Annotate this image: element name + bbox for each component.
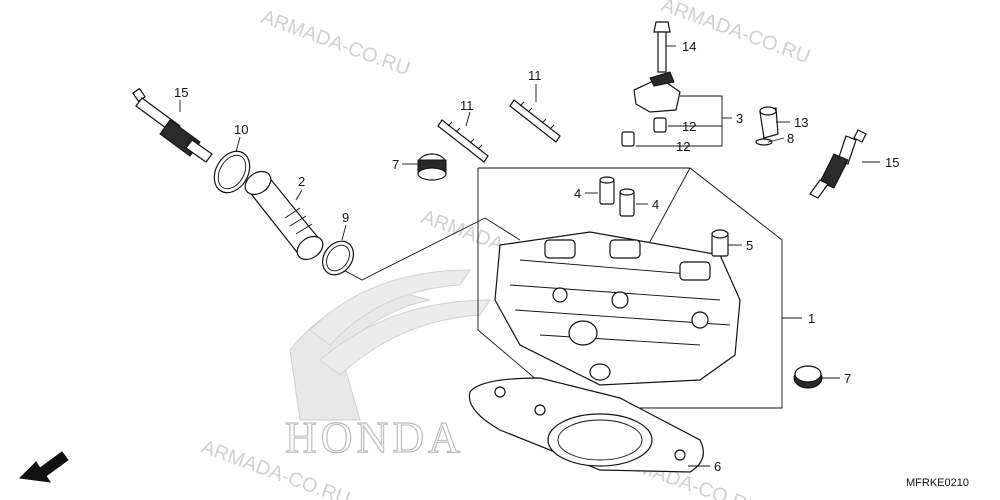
spark-plug-left: [132, 87, 213, 163]
pin-5: [711, 229, 729, 257]
dowel-pin-12b: [621, 131, 635, 147]
o-ring-9: [321, 240, 355, 276]
callout-7-left: 7: [392, 157, 399, 172]
bolt-14: [653, 21, 671, 73]
dowel-pin-12a: [653, 117, 667, 133]
callout-3: 3: [736, 111, 743, 126]
leader-lines: [179, 45, 880, 467]
catalog-code: MFRKE0210: [906, 477, 969, 489]
holder-3: [633, 71, 681, 113]
callout-10: 10: [234, 122, 248, 137]
callout-13: 13: [794, 115, 808, 130]
callout-4-left: 4: [574, 186, 581, 201]
washer-8: [755, 138, 773, 146]
callout-11-left: 11: [460, 98, 474, 113]
dowel-pin-4b: [619, 188, 635, 217]
callout-6: 6: [714, 459, 721, 474]
front-direction-arrow: FR.: [18, 451, 69, 483]
callout-2: 2: [298, 174, 305, 189]
sealing-cap-right: [793, 365, 823, 389]
watermark-top-right: ARMADA-CO.RU: [658, 0, 813, 68]
callout-5: 5: [746, 238, 753, 253]
callout-14: 14: [682, 39, 696, 54]
head-gasket: [468, 377, 704, 473]
stud-bolt-left: [437, 119, 489, 163]
callout-12-lower: 12: [676, 139, 690, 154]
guide-13: [759, 106, 779, 139]
callout-1: 1: [808, 311, 815, 326]
callout-12-upper: 12: [682, 119, 696, 134]
callout-15-right: 15: [885, 155, 899, 170]
callout-7-right: 7: [844, 371, 851, 386]
honda-wing-logo: HONDA: [284, 269, 491, 463]
front-label: FR.: [48, 451, 69, 470]
o-ring-10: [213, 150, 251, 194]
cylinder-head: [494, 231, 741, 386]
watermark-top-left: ARMADA-CO.RU: [258, 6, 413, 80]
insulator-joint: [244, 170, 324, 261]
dowel-pin-4a: [599, 176, 615, 205]
callout-15-left: 15: [174, 85, 188, 100]
honda-logo-text: HONDA: [285, 413, 464, 462]
callout-labels: 15 10 2 9 7 11 11 14 3 12 12 13 8 15 4 4…: [174, 39, 899, 474]
sealing-cap-left: [417, 153, 447, 181]
spark-plug-right: [809, 129, 867, 199]
callout-4-right: 4: [652, 197, 659, 212]
stud-bolt-right: [509, 99, 561, 143]
callout-11-right: 11: [528, 68, 542, 83]
callout-9: 9: [342, 210, 349, 225]
callout-8: 8: [787, 131, 794, 146]
